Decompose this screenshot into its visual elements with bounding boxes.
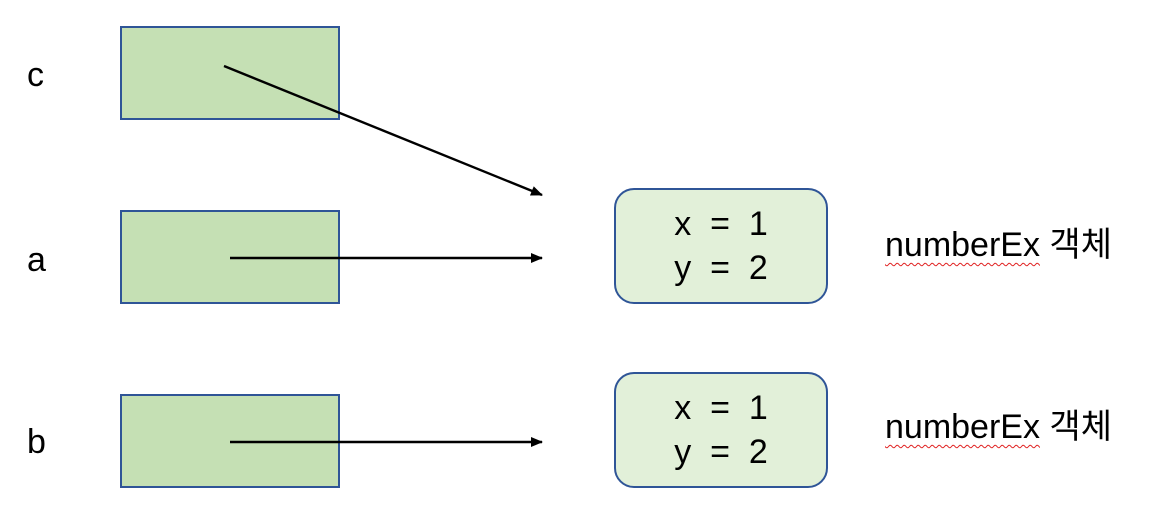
object-field-y: y = 2	[674, 249, 768, 287]
object-label-2: numberEx 객체	[885, 410, 1112, 444]
object-field-y: y = 2	[674, 433, 768, 471]
object-label-1: numberEx 객체	[885, 228, 1112, 262]
object-suffix: 객체	[1049, 226, 1112, 264]
variable-label-b: b	[27, 423, 46, 461]
object-box-1: x = 1 y = 2	[614, 188, 828, 304]
reference-arrow-c	[223, 64, 543, 197]
variable-label-a: a	[27, 241, 46, 279]
variable-label-c: c	[27, 56, 44, 94]
object-field-x: x = 1	[674, 389, 768, 427]
variable-box-c	[120, 26, 340, 120]
object-field-x: x = 1	[674, 205, 768, 243]
class-name: numberEx	[885, 226, 1040, 264]
object-box-2: x = 1 y = 2	[614, 372, 828, 488]
object-suffix: 객체	[1049, 408, 1112, 446]
class-name: numberEx	[885, 408, 1040, 446]
